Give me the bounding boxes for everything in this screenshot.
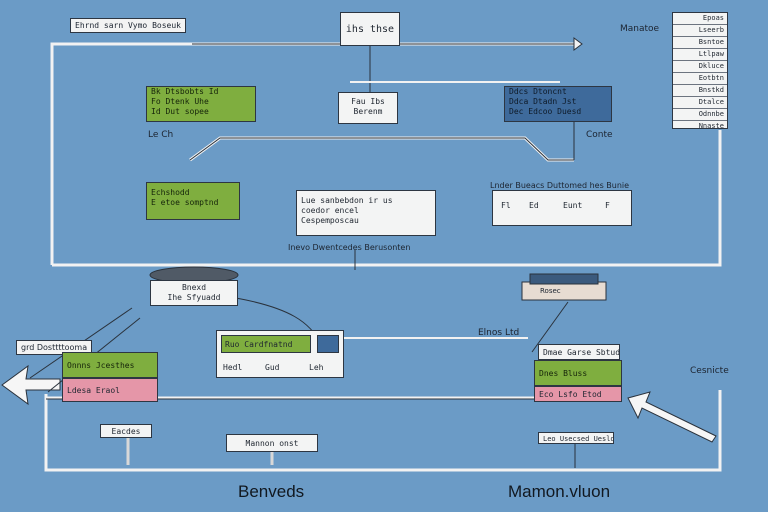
top-arrowhead [573,37,583,51]
mid-right-label: Elnos Ltd [478,328,520,338]
center-small-box-label: Fau Ibs [351,97,385,106]
center-green-bar: Ruo Cardfnatnd [221,335,311,353]
right-pink-box: Eco Lsfo Etod [534,386,622,402]
db-node-line: Bnexd [181,283,207,292]
white-center-line: Lue sanbebdon ir us [301,196,393,205]
top-center-box-label: ihs thse [345,24,395,35]
mini-table-cell: Fl [501,201,511,210]
ledger-row: Bnstkd [673,85,727,97]
right-green-label: Dnes Bluss [539,369,588,378]
ledger-row: Epoas [673,13,727,25]
left-big-arrow [1,364,61,406]
center-row-cell: Leh [309,363,324,372]
bottom-caption-mid: Inevo Dwentcedes Berusonten [288,243,411,252]
mini-table-cell: Eunt [563,201,583,210]
white-center-line: coedor encel [301,206,359,215]
left-tag-bottom: grd Dosttttooma [16,340,93,355]
left-green-label: Onnns Jcesthes [67,361,135,370]
green-top-line: Id Dut sopee [151,107,209,116]
left-pink-box: Ldesa Eraol [62,378,158,402]
caption-left: Benveds [238,482,305,501]
ledger-row: Bsntoe [673,37,727,49]
right-pink-label: Eco Lsfo Etod [539,390,602,399]
far-right-label: Cesnicte [690,366,729,376]
ledger-row: Dkluce [673,61,727,73]
left-mid-label: Le Ch [148,130,174,140]
lower-left-label: Eacdes [111,427,141,436]
ledger-row: Ltlpaw [673,49,727,61]
mini-table-cell: F [605,201,610,210]
upper-loop-line-dark [52,130,722,267]
left-green-box: Onnns Jcesthes [62,352,158,378]
navy-top-line: Dec Edcoo Duesd [509,107,582,116]
right-white-box: Dmae Garse Sbtude [538,344,620,360]
center-row-cell: Hedl [223,363,243,372]
ledger-row: Odnnbe [673,109,727,121]
center-row-cell: Gud [265,363,280,372]
green-mid-line: Echshodd [151,188,190,197]
green-top-line: Fo Dtenk Uhe [151,97,209,106]
right-green-box: Dnes Bluss [534,360,622,386]
lower-loop-line [44,390,722,472]
lower-center-label: Mannon onst [245,439,299,448]
right-node-base [521,281,607,301]
white-center-box: Lue sanbebdon ir us coedor encel Cespemp… [296,190,436,236]
trapezoid-line-edge [189,137,574,161]
ledger-row: Eotbtn [673,73,727,85]
lower-center-box: Mannon onst [226,434,318,452]
mini-table: Fl Ed Eunt F [492,190,632,226]
db-node: Bnexd Ihe Sfyuadd [150,280,238,306]
navy-top-line: Ddcs Dtoncnt [509,87,567,96]
center-small-box-sub: Berenm [353,107,383,116]
lower-right-label: Leo Usecsed Ueslor [543,435,614,443]
right-node-line [531,301,569,353]
db-node-line: Ihe Sfyuadd [167,293,221,302]
mini-table-cell: Ed [529,201,539,210]
right-white-label: Dmae Garse Sbtude [543,348,620,357]
green-mid-line: E etoe somptnd [151,198,219,207]
top-left-tag: Ehrnd sarn Vymo Boseuk [70,18,186,33]
top-center-box: ihs thse [340,12,400,46]
navy-top-box: Ddcs Dtoncnt Ddca Dtadn Jst Dec Edcoo Du… [504,86,612,122]
lower-right-box: Leo Usecsed Ueslor [538,432,614,444]
green-top-box: Bk Dtsbobts Id Fo Dtenk Uhe Id Dut sopee [146,86,256,122]
green-top-line: Bk Dtsbobts Id [151,87,219,96]
left-pink-label: Ldesa Eraol [67,386,120,395]
top-right-label: Manatoe [620,24,660,34]
right-big-arrow [627,391,717,443]
ledger-row: Dtalce [673,97,727,109]
right-mid-label: Conte [586,130,613,140]
caption-right: Mamon.vluon [508,482,611,501]
lower-left-box: Eacdes [100,424,152,438]
center-small-box: Fau Ibs Berenm [338,92,398,124]
ledger-table: Epoas Lseerb Bsntoe Ltlpaw Dkluce Eotbtn… [672,12,728,129]
right-node-top [529,273,599,285]
trapezoid-line [189,136,574,162]
white-center-line: Cespemposcau [301,216,359,225]
right-node-label: Rosec [540,287,561,295]
center-cluster: Ruo Cardfnatnd Hedl Gud Leh [216,330,344,378]
navy-top-line: Ddca Dtadn Jst [509,97,577,106]
green-mid-box: Echshodd E etoe somptnd [146,182,240,220]
ledger-row: Lseerb [673,25,727,37]
ledger-row: Nnaste [673,121,727,128]
grid-icon [317,335,339,353]
table-top-text: Lnder Bueacs Duttomed hes Bunie [490,181,630,190]
